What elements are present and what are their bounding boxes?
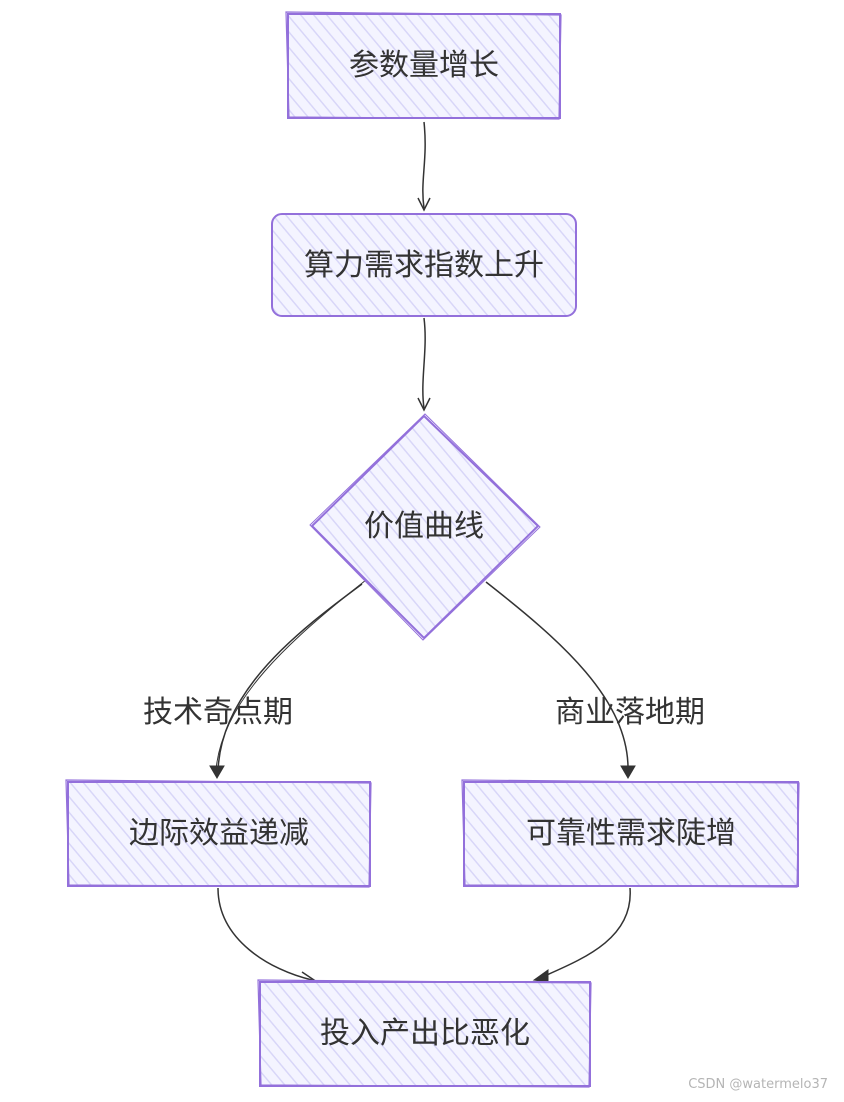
node-value-curve: 价值曲线	[309, 413, 541, 641]
watermark: CSDN @watermelo37	[688, 1077, 828, 1092]
node-label: 边际效益递减	[129, 816, 309, 851]
node-roi-worsens: 投入产出比恶化	[257, 979, 592, 1088]
node-params-growth: 参数量增长	[285, 11, 562, 120]
node-label: 价值曲线	[364, 509, 484, 544]
edge-label-tech-singularity: 技术奇点期	[143, 695, 293, 730]
edge-compute-to-value	[417, 317, 431, 412]
edge-label-commercial-landing: 商业落地期	[555, 695, 705, 730]
edge-value-to-reliability	[485, 581, 636, 779]
node-label: 投入产出比恶化	[320, 1016, 530, 1051]
node-label: 可靠性需求陡增	[526, 816, 736, 851]
node-label: 算力需求指数上升	[304, 248, 544, 283]
node-compute-demand: 算力需求指数上升	[271, 213, 577, 317]
edge-params-to-compute	[417, 121, 431, 212]
node-reliability-demand: 可靠性需求陡增	[461, 779, 800, 888]
edge-diminishing-to-roi	[217, 887, 316, 985]
edge-reliability-to-roi	[532, 887, 631, 983]
node-label: 参数量增长	[349, 48, 499, 83]
node-diminishing-returns: 边际效益递减	[65, 779, 372, 888]
edge-value-to-diminishing	[209, 579, 367, 779]
